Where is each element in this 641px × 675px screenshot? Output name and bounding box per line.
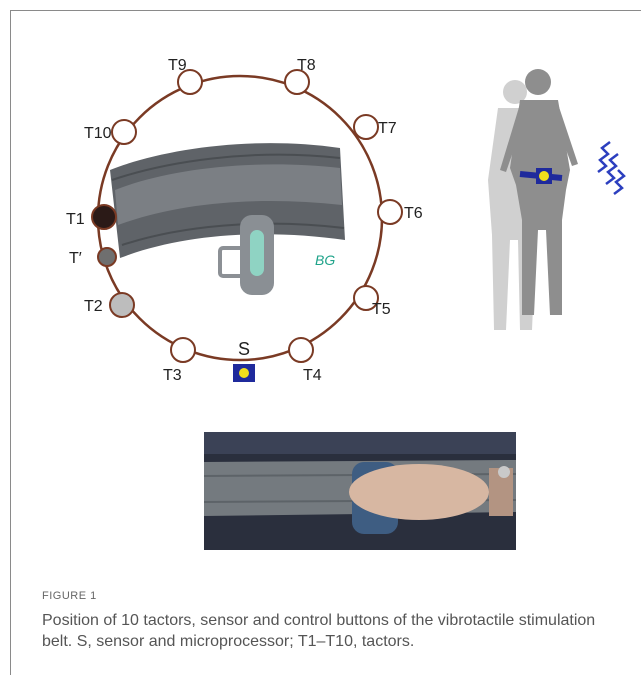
tactor-11: T10 [84, 120, 136, 144]
person-silhouette [470, 60, 630, 360]
tactor-marker [378, 200, 402, 224]
tactor-3: T2 [84, 293, 134, 317]
belt-image: BG [110, 143, 345, 295]
tactor-marker [92, 205, 116, 229]
tactor-label: T6 [404, 205, 423, 222]
tactor-2: T′ [69, 248, 116, 267]
tactor-label: T7 [378, 120, 397, 137]
sensor-label: S [238, 339, 250, 359]
tactor-label: T′ [69, 250, 82, 267]
tactor-ring-diagram: BG T1T′ T2T3 T4 T5 T6 T7 T8 T9T10 S [40, 30, 440, 410]
tactor-marker [112, 120, 136, 144]
tactor-marker [171, 338, 195, 362]
tactor-label: T5 [372, 301, 391, 318]
figure-label: FIGURE 1 [42, 590, 97, 602]
tactor-label: T4 [303, 367, 322, 384]
tactor-1: T1 [66, 205, 116, 229]
tactor-8: T7 [354, 115, 397, 139]
tactor-10: T9 [168, 57, 202, 94]
tactor-6: T5 [354, 286, 391, 318]
tactor-4: T3 [163, 338, 195, 384]
tactor-5: T4 [289, 338, 322, 384]
tactor-marker [354, 115, 378, 139]
tactor-label: T8 [297, 57, 316, 74]
tactor-label: T10 [84, 125, 112, 142]
tactor-marker [110, 293, 134, 317]
tactor-label: T3 [163, 367, 182, 384]
tactor-label: T9 [168, 57, 187, 74]
figure-caption: Position of 10 tactors, sensor and contr… [42, 610, 622, 652]
belt-worn-photo [204, 432, 516, 550]
tactor-7: T6 [378, 200, 423, 224]
tactor-9: T8 [285, 57, 316, 94]
tactor-label: T1 [66, 211, 85, 228]
belt-logo: BG [315, 252, 335, 268]
tactor-marker [289, 338, 313, 362]
tactor-label: T2 [84, 298, 103, 315]
vibration-icon [598, 142, 624, 194]
tactor-marker [98, 248, 116, 266]
